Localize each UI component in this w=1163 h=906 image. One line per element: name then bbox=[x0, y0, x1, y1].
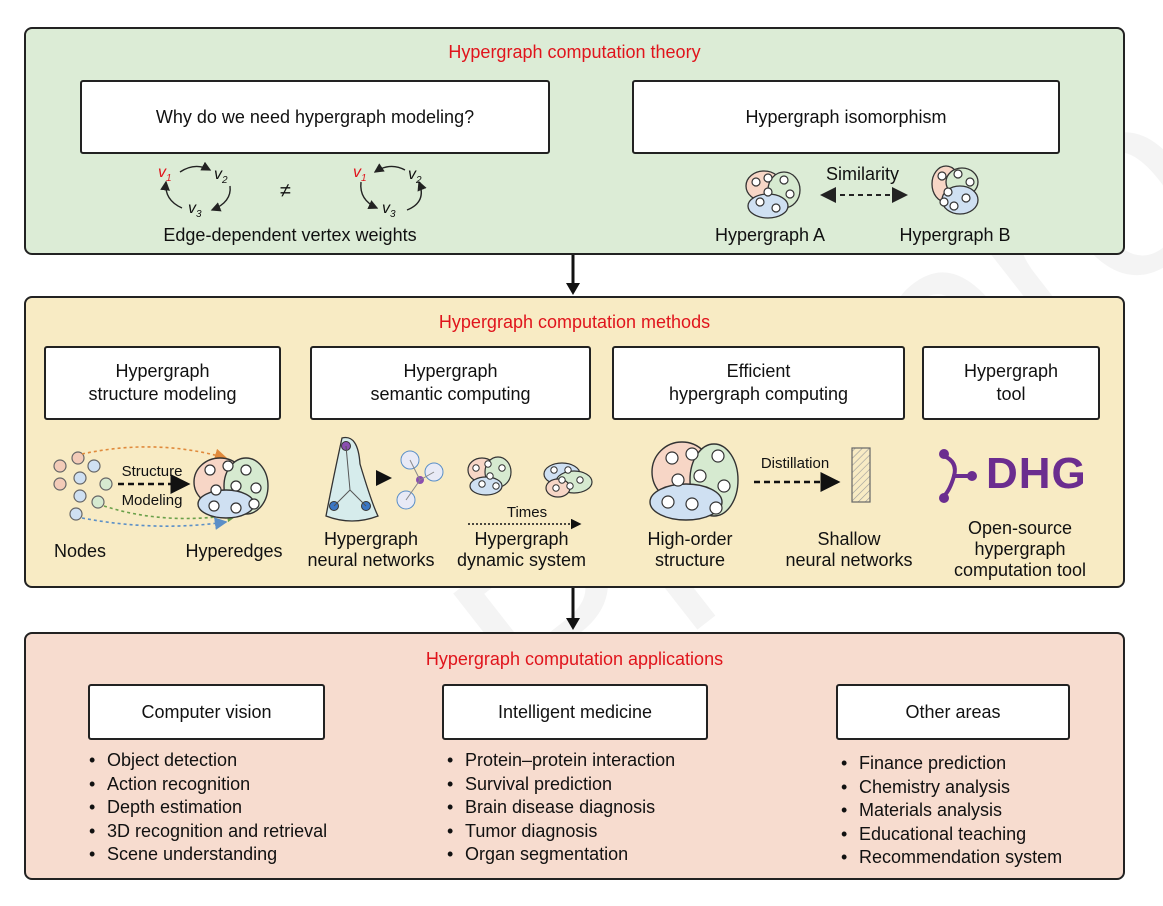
modeling-label: Modeling bbox=[121, 492, 183, 509]
shallow-network-icon bbox=[851, 447, 871, 503]
hypergraph-a-label: Hypergraph A bbox=[714, 225, 826, 245]
not-equal-symbol: ≠ bbox=[280, 180, 291, 202]
list-item: Scene understanding bbox=[89, 843, 327, 867]
hypergraph-b-label: Hypergraph B bbox=[899, 225, 1011, 245]
list-item: Brain disease diagnosis bbox=[447, 796, 675, 820]
list-item: Survival prediction bbox=[447, 773, 675, 797]
v2-label-right: v2 bbox=[408, 166, 422, 187]
other-areas-box: Other areas bbox=[836, 684, 1070, 740]
dhg-logo-text: DHG bbox=[986, 449, 1087, 498]
open-source-tool-label: Open-source hypergraph computation tool bbox=[953, 518, 1087, 580]
list-item: Depth estimation bbox=[89, 796, 327, 820]
list-item: Object detection bbox=[89, 749, 327, 773]
similarity-arrow bbox=[820, 187, 908, 203]
hyperedges-label: Hyperedges bbox=[185, 541, 283, 561]
list-item: Organ segmentation bbox=[447, 843, 675, 867]
v2-label-left: v2 bbox=[214, 166, 228, 187]
computer-vision-list: Object detection Action recognition Dept… bbox=[89, 749, 327, 867]
computer-vision-box: Computer vision bbox=[88, 684, 325, 740]
vertex-cycle-diagram-left bbox=[160, 161, 231, 212]
high-order-structure-illustration bbox=[649, 441, 739, 521]
list-item: Action recognition bbox=[89, 773, 327, 797]
list-item: Recommendation system bbox=[841, 846, 1062, 870]
structure-modeling-illustration bbox=[53, 446, 269, 530]
list-item: Protein–protein interaction bbox=[447, 749, 675, 773]
times-label: Times bbox=[506, 504, 548, 521]
distillation-arrow bbox=[754, 472, 841, 492]
distillation-label: Distillation bbox=[760, 455, 830, 472]
similarity-label: Similarity bbox=[825, 164, 899, 184]
structure-modeling-box: Hypergraph structure modeling bbox=[44, 346, 281, 420]
dynamic-system-label: Hypergraph dynamic system bbox=[456, 529, 587, 570]
list-item: Tumor diagnosis bbox=[447, 820, 675, 844]
list-item: Chemistry analysis bbox=[841, 776, 1062, 800]
high-order-label: High-order structure bbox=[647, 529, 733, 570]
v3-label-left: v3 bbox=[188, 200, 202, 221]
dynamic-system-illustration bbox=[467, 456, 593, 530]
nodes-label: Nodes bbox=[53, 541, 107, 561]
semantic-computing-box: Hypergraph semantic computing bbox=[310, 346, 591, 420]
flow-arrow-1 bbox=[566, 255, 580, 295]
v3-label-right: v3 bbox=[382, 200, 396, 221]
flow-arrow-2 bbox=[566, 588, 580, 630]
other-areas-list: Finance prediction Chemistry analysis Ma… bbox=[841, 752, 1062, 870]
efficient-computing-box: Efficient hypergraph computing bbox=[612, 346, 905, 420]
list-item: Materials analysis bbox=[841, 799, 1062, 823]
edge-weights-label: Edge-dependent vertex weights bbox=[163, 225, 417, 245]
hgnn-illustration bbox=[325, 436, 444, 522]
applications-title: Hypergraph computation applications bbox=[425, 649, 724, 669]
list-item: Educational teaching bbox=[841, 823, 1062, 847]
hgnn-label: Hypergraph neural networks bbox=[307, 529, 435, 570]
v1-label-left: v1 bbox=[158, 164, 172, 185]
isomorphism-box: Hypergraph isomorphism bbox=[632, 80, 1060, 154]
methods-title: Hypergraph computation methods bbox=[438, 312, 711, 332]
intelligent-medicine-box: Intelligent medicine bbox=[442, 684, 708, 740]
hypergraph-tool-box: Hypergraph tool bbox=[922, 346, 1100, 420]
hypergraph-a-icon bbox=[745, 170, 801, 219]
methods-panel: Hypergraph computation methods bbox=[24, 296, 1125, 588]
intelligent-medicine-list: Protein–protein interaction Survival pre… bbox=[447, 749, 675, 867]
vertex-cycle-diagram-right bbox=[360, 163, 427, 211]
why-hypergraph-box: Why do we need hypergraph modeling? bbox=[80, 80, 550, 154]
structure-label: Structure bbox=[121, 463, 183, 480]
hypergraph-b-icon bbox=[931, 165, 979, 215]
list-item: 3D recognition and retrieval bbox=[89, 820, 327, 844]
dhg-logo-icon bbox=[939, 449, 977, 503]
theory-title: Hypergraph computation theory bbox=[448, 42, 701, 62]
list-item: Finance prediction bbox=[841, 752, 1062, 776]
v1-label-right: v1 bbox=[353, 164, 367, 185]
shallow-label: Shallow neural networks bbox=[785, 529, 913, 570]
